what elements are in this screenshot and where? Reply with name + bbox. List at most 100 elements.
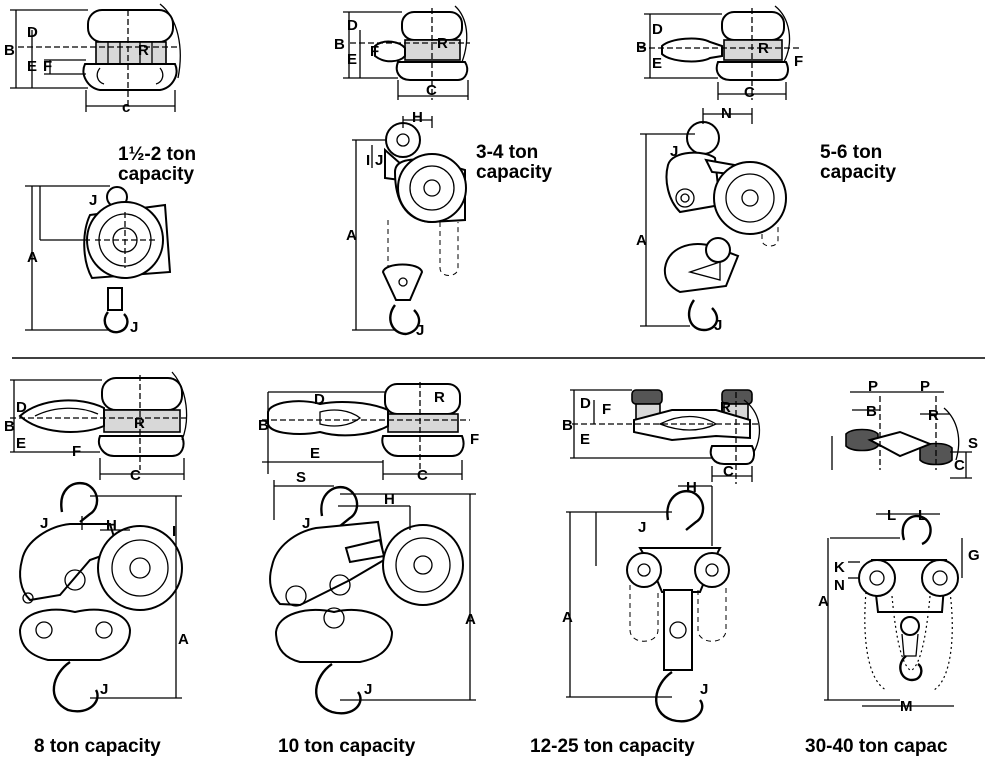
dim-N: N [834,577,845,594]
dim-J-top: J [670,143,678,160]
dim-B: B [334,36,345,53]
dim-S: S [296,469,306,486]
dim-C: C [417,467,428,484]
top-view-12-25-ton: D B E F R C [562,389,761,484]
dim-A: A [562,609,573,626]
dim-H: H [686,479,697,496]
dim-J-top: J [302,515,310,532]
top-view-8-ton: D B E F R C [4,371,190,484]
panel-12-25-ton: D B E F R C A H J [530,389,761,757]
panel-3-4-ton: D B E F R C 3-4 ton capacity [334,5,552,339]
dim-IJ: I [366,152,370,169]
dim-F: F [602,401,611,418]
dim-A: A [346,227,357,244]
dim-K: K [834,559,845,576]
dim-A: A [636,232,647,249]
top-view-1-5-2-ton: D B E F R c [4,3,181,116]
panel-8-ton: D B E F R C A I H J [4,371,190,757]
dim-G: G [968,547,980,564]
dim-F: F [370,43,379,60]
dim-J-bottom: J [100,681,108,698]
top-view-30-40-ton: P P B R S C [831,378,978,479]
caption-5-6-ton: 5-6 ton capacity [820,142,896,183]
dim-J-top: J [375,152,383,169]
dim-A: A [818,593,829,610]
dim-R: R [758,40,769,57]
caption-3-4-ton: 3-4 ton capacity [476,142,552,183]
dim-H: H [412,109,423,126]
dim-E: E [347,51,357,68]
dim-F: F [794,53,803,70]
dim-D: D [27,24,38,41]
dim-J-bottom: J [364,681,372,698]
panel-5-6-ton: D B E F R C 5-6 ton capacity [636,5,896,334]
dim-R: R [928,407,939,424]
dim-c: c [122,99,130,116]
dim-J-top: J [89,192,97,209]
dim-I: I [172,523,176,540]
caption-8-ton: 8 ton capacity [34,736,161,757]
dim-H: H [384,491,395,508]
dim-D: D [16,399,27,416]
dim-D: D [314,391,325,408]
caption-10-ton: 10 ton capacity [278,736,416,757]
dim-R: R [434,389,445,406]
dim-E: E [652,55,662,72]
dim-B: B [258,417,269,434]
dim-J-bottom: J [714,317,722,334]
panel-30-40-ton: P P B R S C A L [805,378,980,757]
dim-E: E [310,445,320,462]
dim-J-top: J [40,515,48,532]
panel-10-ton: D B E F R C A S [258,382,479,757]
side-view-5-6-ton: A N J J [636,105,787,334]
dim-B: B [4,42,15,59]
dim-R: R [134,415,145,432]
panel-1-5-2-ton: D B E F R c 1½-2 ton capacity [4,3,201,336]
side-view-12-25-ton: A H J J [562,479,730,723]
dim-F: F [72,443,81,460]
dim-P-right: P [920,378,930,395]
caption-30-40-ton: 30-40 ton capac [805,736,948,757]
dim-B: B [636,39,647,56]
dim-E: E [27,58,37,75]
caption-1-5-2-ton: 1½-2 ton capacity [118,144,201,185]
dim-F: F [470,431,479,448]
dim-J-bottom: J [416,322,424,339]
top-view-3-4-ton: D B E F R C [334,5,470,100]
dim-C: C [426,82,437,99]
dim-B: B [562,417,573,434]
dim-A: A [27,249,38,266]
dim-R: R [720,399,731,416]
top-view-5-6-ton: D B E F R C [636,5,803,101]
dim-R: R [437,35,448,52]
top-view-10-ton: D B E F R C [258,382,479,484]
dim-A: A [178,631,189,648]
side-view-8-ton: A I H J J [18,481,189,713]
dim-F: F [43,58,52,75]
dim-D: D [347,17,358,34]
dim-H: H [106,517,117,534]
dim-C: C [130,467,141,484]
side-view-1-5-2-ton: A J J [25,185,172,336]
dim-N: N [721,105,732,122]
dim-B: B [866,403,877,420]
dim-J-bottom: J [700,681,708,698]
dim-J-top: J [638,519,646,536]
dim-C: C [954,457,965,474]
dim-S: S [968,435,978,452]
dim-D: D [652,21,663,38]
dim-A: A [465,611,476,628]
side-view-3-4-ton: A H I J J [346,109,467,339]
dim-E: E [580,431,590,448]
caption-12-25-ton: 12-25 ton capacity [530,736,695,757]
side-view-10-ton: A S H J J [269,469,476,715]
dim-C: C [744,84,755,101]
dim-E: E [16,435,26,452]
dim-C: C [723,463,734,480]
dim-R: R [138,42,149,59]
dim-B: B [4,418,15,435]
dim-P-left: P [868,378,878,395]
dim-M: M [900,698,913,715]
dim-D: D [580,395,591,412]
